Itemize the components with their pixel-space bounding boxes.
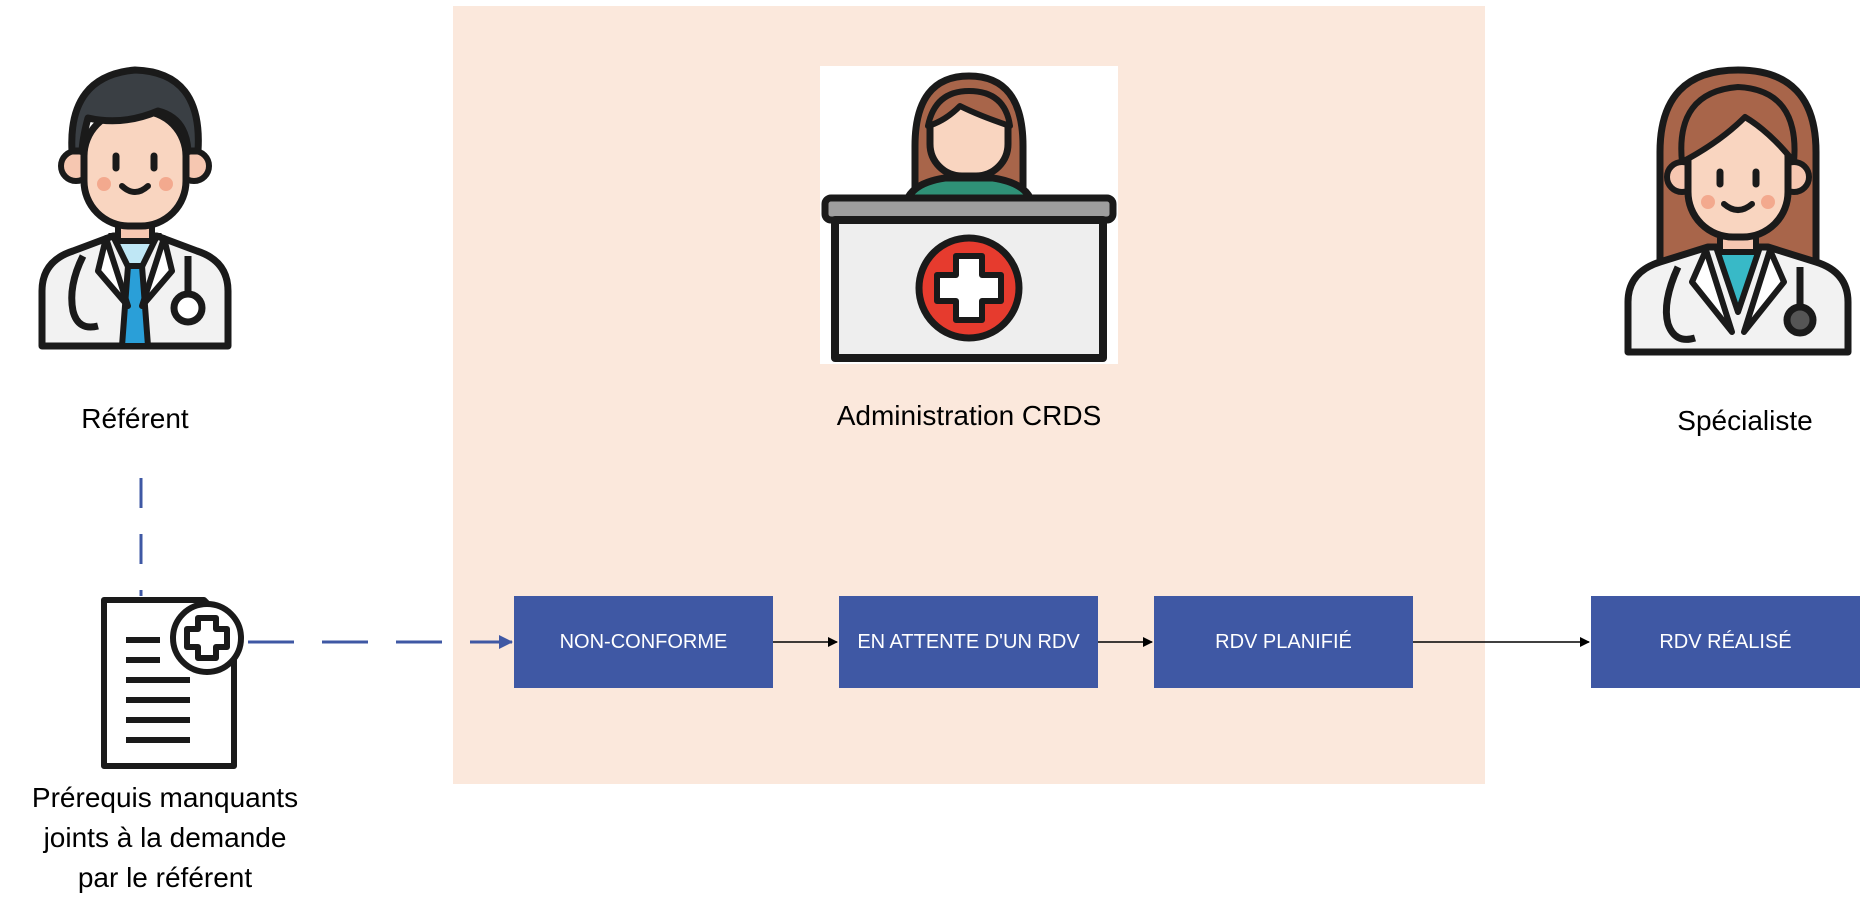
female-doctor-icon — [1620, 62, 1856, 362]
specialist-label: Spécialiste — [1677, 405, 1813, 436]
medical-document-icon — [94, 596, 246, 770]
status-rdv-planifie: RDV PLANIFIÉ — [1154, 596, 1413, 688]
status-en-attente-rdv: EN ATTENTE D'UN RDV — [839, 596, 1098, 688]
referent-label: Référent — [81, 403, 189, 434]
status-non-conforme: NON-CONFORME — [514, 596, 773, 688]
document-label-line-3: par le référent — [77, 862, 253, 893]
status-rdv-realise: RDV RÉALISÉ — [1591, 596, 1860, 688]
reception-desk-icon — [820, 66, 1118, 364]
document-label: Prérequis manquants joints à la demande … — [0, 778, 330, 898]
document-label-line-1: Prérequis manquants — [31, 782, 299, 813]
admin-label: Administration CRDS — [836, 400, 1102, 431]
document-label-line-2: joints à la demande — [43, 822, 287, 853]
male-doctor-icon — [28, 56, 242, 362]
